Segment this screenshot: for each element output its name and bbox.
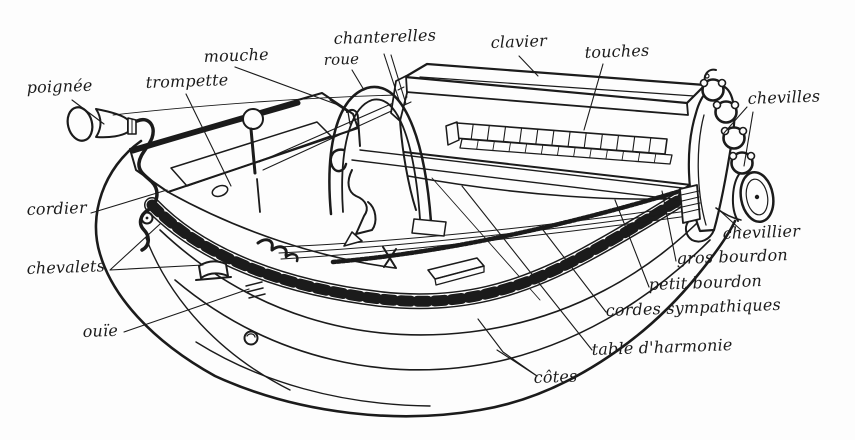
label-touches: touches bbox=[584, 40, 650, 62]
label-trompette: trompette bbox=[145, 70, 229, 92]
leader-mouche bbox=[234, 66, 342, 107]
chien-mechanism bbox=[329, 109, 377, 247]
label-poignee: poignée bbox=[26, 75, 93, 97]
label-clavier: clavier bbox=[490, 31, 548, 52]
tailpiece-trough bbox=[129, 92, 359, 198]
bridges bbox=[195, 246, 485, 346]
label-chanterelles: chanterelles bbox=[333, 25, 437, 48]
leader-chevilles bbox=[723, 106, 754, 167]
label-ouie: ouïe bbox=[82, 320, 119, 341]
label-cordier: cordier bbox=[26, 197, 88, 219]
leader-cordes-sympathiques bbox=[539, 225, 607, 313]
pegbox-drum bbox=[715, 170, 775, 224]
leader-petit-bourdon bbox=[614, 199, 650, 288]
pegbox bbox=[679, 68, 775, 243]
leader-clavier bbox=[518, 55, 539, 77]
trompette-pin bbox=[242, 108, 264, 213]
leader-touches bbox=[583, 63, 604, 131]
label-roue: roue bbox=[323, 49, 360, 69]
string-cog bbox=[679, 184, 701, 224]
label-chevalets: chevalets bbox=[26, 256, 106, 278]
label-mouche: mouche bbox=[203, 44, 270, 66]
label-chevilles: chevilles bbox=[747, 86, 821, 108]
leader-roue bbox=[351, 69, 365, 91]
leader-trompette bbox=[185, 93, 232, 187]
leader-lines bbox=[71, 53, 754, 377]
leader-chevillier bbox=[717, 208, 742, 231]
tailpiece-scroll bbox=[135, 118, 159, 252]
leader-poignee bbox=[71, 99, 105, 125]
sound-hole-marks bbox=[245, 281, 266, 299]
label-petit-bourdon: petit bourdon bbox=[648, 271, 763, 294]
label-gros-bourdon: gros bourdon bbox=[676, 245, 789, 268]
leader-ouie bbox=[123, 288, 250, 333]
label-cotes: côtes bbox=[533, 366, 578, 387]
strings bbox=[112, 94, 700, 265]
tuning-pegs bbox=[699, 78, 756, 175]
keys-row bbox=[445, 121, 673, 165]
crank-handle bbox=[66, 106, 137, 142]
leader-gros-bourdon bbox=[661, 190, 677, 262]
keybox bbox=[390, 62, 707, 211]
leader-table-harmonie bbox=[461, 185, 593, 351]
leader-cordier bbox=[90, 189, 168, 214]
leader-chanterelles bbox=[383, 53, 407, 105]
leader-cotes bbox=[477, 318, 538, 377]
striped-band bbox=[144, 184, 700, 310]
leader-chevalets bbox=[109, 223, 204, 271]
label-chevillier: chevillier bbox=[722, 221, 801, 243]
